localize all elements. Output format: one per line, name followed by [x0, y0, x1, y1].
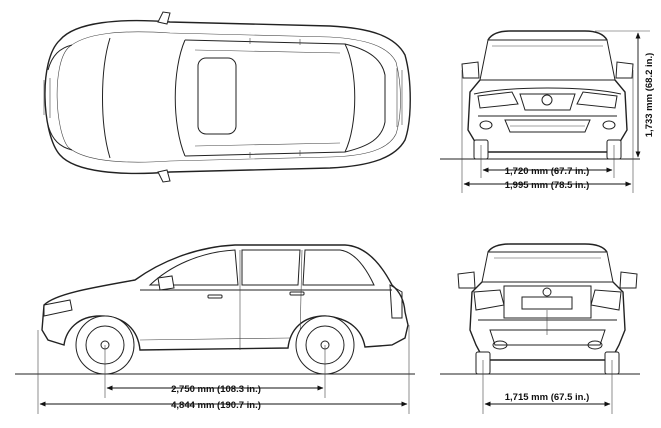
overall-length-label: 4,844 mm (190.7 in.) — [171, 400, 261, 411]
rear-view-vehicle — [440, 243, 640, 375]
front-track-label: 1,720 mm (67.7 in.) — [505, 166, 589, 177]
overall-width-dimension: 1,995 mm (78.5 in.) — [461, 70, 634, 193]
overall-height-dimension: 1,733 mm (68.2 in.) — [595, 30, 655, 158]
front-view-vehicle — [440, 30, 640, 160]
front-track-dimension: 1,720 mm (67.7 in.) — [480, 145, 615, 178]
overall-length-dimension: 4,844 mm (190.7 in.) — [37, 325, 410, 414]
wheelbase-label: 2,750 mm (108.3 in.) — [171, 384, 261, 395]
wheelbase-dimension: 2,750 mm (108.3 in.) — [104, 345, 326, 398]
rear-track-dimension: 1,715 mm (67.5 in.) — [482, 360, 613, 414]
side-view-vehicle — [15, 244, 415, 375]
top-view-vehicle — [43, 11, 411, 183]
overall-height-label: 1,733 mm (68.2 in.) — [644, 53, 655, 137]
rear-track-label: 1,715 mm (67.5 in.) — [505, 392, 589, 403]
overall-width-label: 1,995 mm (78.5 in.) — [505, 180, 589, 191]
